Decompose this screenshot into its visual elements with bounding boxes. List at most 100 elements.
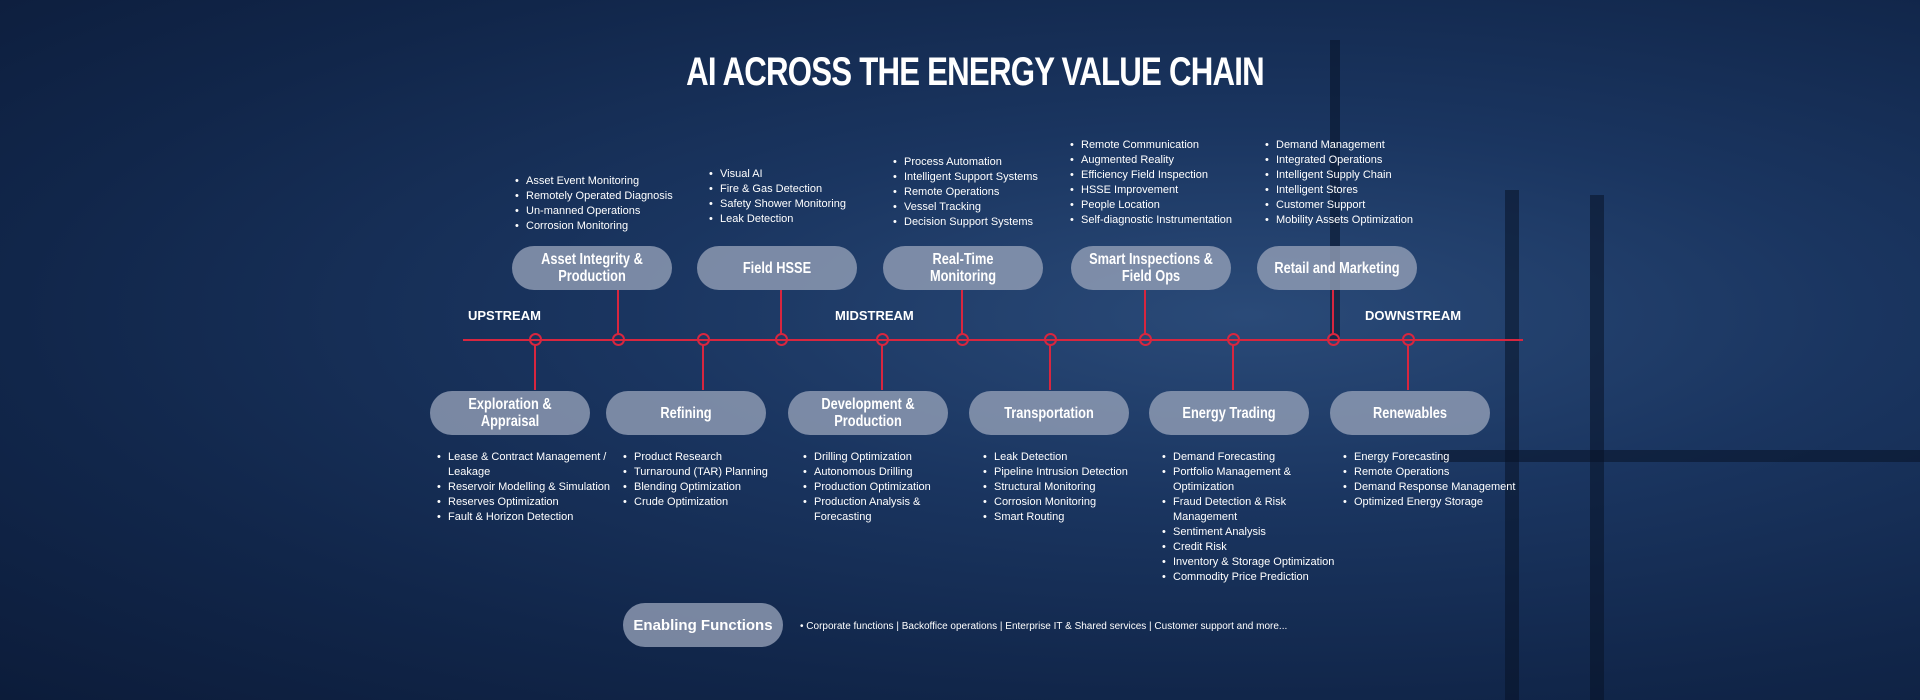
list-item: Remotely Operated Diagnosis [515,189,673,204]
midstream-label: MIDSTREAM [835,308,914,323]
connector-line [1144,290,1146,335]
enabling-functions-pill[interactable]: Enabling Functions [623,603,783,647]
pillar-bottom-3-pill[interactable]: Transportation [969,391,1129,435]
list-item: Autonomous Drilling [803,465,978,480]
list-item: Drilling Optimization [803,450,978,465]
pillar-bottom-4-list: Demand ForecastingPortfolio Management &… [1162,450,1337,585]
pillar-bottom-2-list: Drilling OptimizationAutonomous Drilling… [803,450,978,525]
list-item: People Location [1070,198,1232,213]
list-item: Efficiency Field Inspection [1070,168,1232,183]
list-item: Intelligent Support Systems [893,170,1038,185]
pillar-top-4-pill[interactable]: Retail and Marketing [1257,246,1417,290]
list-item: Customer Support [1265,198,1413,213]
pillar-top-4-list: Demand ManagementIntegrated OperationsIn… [1265,138,1413,228]
pill-label: Energy Trading [1182,404,1276,422]
bg-structure [1590,195,1604,700]
list-item: Lease & Contract Management / Leakage [437,450,612,480]
timeline-node [956,333,969,346]
pill-label: Smart Inspections & Field Ops [1089,251,1213,285]
pillar-bottom-2-pill[interactable]: Development & Production [788,391,948,435]
pillar-bottom-5-list: Energy ForecastingRemote OperationsDeman… [1343,450,1518,510]
list-item: HSSE Improvement [1070,183,1232,198]
enabling-functions-list: Corporate functions | Backoffice operati… [806,621,1288,632]
list-item: Structural Monitoring [983,480,1158,495]
list-item: Commodity Price Prediction [1162,570,1337,585]
list-item: Asset Event Monitoring [515,174,673,189]
list-item: Remote Communication [1070,138,1232,153]
list-item: Turnaround (TAR) Planning [623,465,798,480]
connector-line [702,345,704,390]
pill-label: Field HSSE [742,259,812,277]
connector-line [617,290,619,335]
connector-line [780,290,782,335]
pillar-top-3-pill[interactable]: Smart Inspections & Field Ops [1071,246,1231,290]
connector-line [881,345,883,390]
list-item: Reserves Optimization [437,495,612,510]
connector-line [1407,345,1409,390]
pillar-bottom-0-list: Lease & Contract Management / LeakageRes… [437,450,612,525]
list-item: Production Optimization [803,480,978,495]
list-item: Process Automation [893,155,1038,170]
list-item: Corrosion Monitoring [515,219,673,234]
list-item: Pipeline Intrusion Detection [983,465,1158,480]
pill-label: Transportation [1004,404,1094,422]
list-item: Remote Operations [893,185,1038,200]
pill-label: Retail and Marketing [1274,259,1400,277]
list-item: Blending Optimization [623,480,798,495]
bg-structure [1505,190,1519,700]
timeline-node [612,333,625,346]
connector-line [961,290,963,335]
list-item: Portfolio Management & Optimization [1162,465,1337,495]
connector-line [1232,345,1234,390]
pill-label: Real-Time Monitoring [929,251,997,285]
list-item: Intelligent Stores [1265,183,1413,198]
timeline-node [1227,333,1240,346]
list-item: Fault & Horizon Detection [437,510,612,525]
timeline-node [697,333,710,346]
pill-label: Development & Production [821,396,915,430]
timeline-node [1139,333,1152,346]
timeline-node [1402,333,1415,346]
list-item: Augmented Reality [1070,153,1232,168]
pillar-bottom-3-list: Leak DetectionPipeline Intrusion Detecti… [983,450,1158,525]
list-item: Decision Support Systems [893,215,1038,230]
pillar-top-1-pill[interactable]: Field HSSE [697,246,857,290]
list-item: Energy Forecasting [1343,450,1518,465]
pillar-bottom-1-pill[interactable]: Refining [606,391,766,435]
pillar-bottom-4-pill[interactable]: Energy Trading [1149,391,1309,435]
pillar-top-3-list: Remote CommunicationAugmented RealityEff… [1070,138,1232,228]
list-item: Smart Routing [983,510,1158,525]
pillar-top-1-list: Visual AIFire & Gas DetectionSafety Show… [709,167,846,227]
pill-label: Renewables [1373,404,1447,422]
pill-label: Refining [660,404,712,422]
list-item: Crude Optimization [623,495,798,510]
pillar-top-2-pill[interactable]: Real-Time Monitoring [883,246,1043,290]
upstream-label: UPSTREAM [468,308,541,323]
downstream-label: DOWNSTREAM [1365,308,1462,323]
pillar-top-0-list: Asset Event MonitoringRemotely Operated … [515,174,673,234]
list-item: Demand Management [1265,138,1413,153]
pillar-top-0-pill[interactable]: Asset Integrity & Production [512,246,672,290]
timeline-node [1044,333,1057,346]
pill-label: Asset Integrity & Production [541,251,643,285]
list-item: Fire & Gas Detection [709,182,846,197]
list-item: Self-diagnostic Instrumentation [1070,213,1232,228]
bg-structure [1440,450,1920,462]
timeline-node [876,333,889,346]
list-item: Safety Shower Monitoring [709,197,846,212]
timeline-node [775,333,788,346]
list-item: Remote Operations [1343,465,1518,480]
list-item: Vessel Tracking [893,200,1038,215]
list-item: Intelligent Supply Chain [1265,168,1413,183]
list-item: Integrated Operations [1265,153,1413,168]
list-item: Leak Detection [709,212,846,227]
list-item: Product Research [623,450,798,465]
list-item: Mobility Assets Optimization [1265,213,1413,228]
pillar-bottom-5-pill[interactable]: Renewables [1330,391,1490,435]
list-item: Demand Response Management [1343,480,1518,495]
connector-line [1332,290,1334,335]
pillar-bottom-0-pill[interactable]: Exploration & Appraisal [430,391,590,435]
list-item: Corrosion Monitoring [983,495,1158,510]
list-item: Demand Forecasting [1162,450,1337,465]
list-item: Leak Detection [983,450,1158,465]
